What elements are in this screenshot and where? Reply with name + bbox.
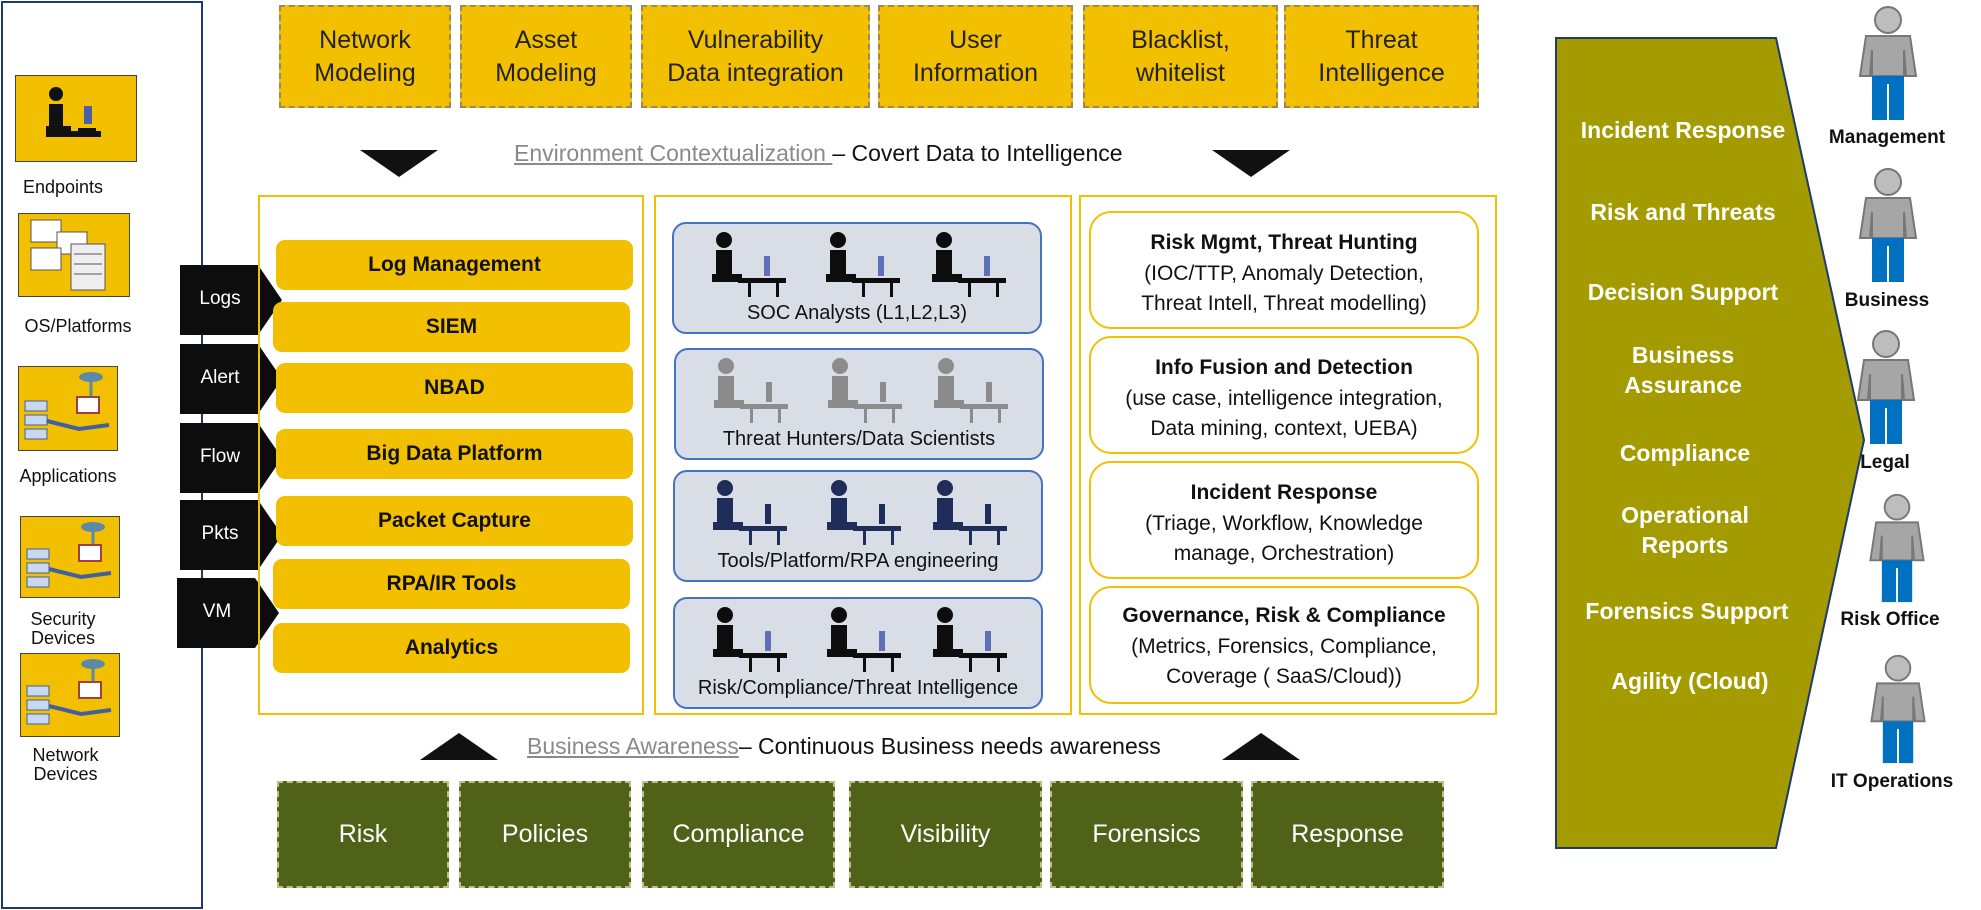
context-box-blacklist-whitelist: Blacklist, whitelist [1083,5,1278,108]
output-risk-and-threats: Risk and Threats [1590,199,1776,225]
role-risk-compliance: Risk/Compliance/Threat Intelligence [673,597,1043,709]
platforms-frame [258,195,644,715]
source-label-network-devices: Network Devices [32,745,99,784]
context-box-threat-intelligence: Threat Intelligence [1284,5,1479,108]
roles-frame [654,195,1072,715]
business-caption-highlight: Business Awareness [527,733,739,759]
network-nodes-icon [20,653,120,737]
platform-analytics: Analytics [273,623,630,673]
server-icon [18,213,130,297]
platform-nbad: NBAD [276,363,633,413]
business-box-visibility: Visibility [849,781,1042,888]
person-icon [1870,654,1926,764]
output-business-assurance: Business Assurance [1624,342,1742,398]
down-arrow-icon [360,150,438,177]
down-arrow-icon [1212,150,1290,177]
input-tag-logs: Logs [180,265,282,335]
stakeholder-label: Legal [1860,452,1910,473]
business-box-compliance: Compliance [642,781,835,888]
platform-big-data: Big Data Platform [276,429,633,479]
function-title: Incident Response [1190,481,1378,504]
role-label: SOC Analysts (L1,L2,L3) [746,302,968,324]
function-description: (Triage, Workflow, Knowledge manage, Orc… [1145,512,1423,565]
platform-siem: SIEM [273,302,630,352]
analyst-figures-icon [705,605,1015,680]
platform-packet-capture: Packet Capture [276,496,633,546]
function-risk-mgmt: Risk Mgmt, Threat Hunting (IOC/TTP, Anom… [1089,211,1479,329]
output-operational-reports: Operational Reports [1621,502,1749,558]
context-box-network-modeling: Network Modeling [279,5,451,108]
function-incident-response: Incident Response (Triage, Workflow, Kno… [1089,461,1479,579]
function-description: (IOC/TTP, Anomaly Detection, Threat Inte… [1141,262,1427,315]
stakeholder-label: IT Operations [1830,771,1954,792]
up-arrow-icon [1222,733,1300,760]
output-decision-support: Decision Support [1587,279,1779,305]
environment-caption-rest: – Covert Data to Intelligence [832,140,1123,166]
function-description: (use case, intelligence integration, Dat… [1125,387,1443,440]
source-label-security-devices: Security Devices [30,609,96,648]
function-info-fusion: Info Fusion and Detection (use case, int… [1089,336,1479,454]
role-threat-hunters: Threat Hunters/Data Scientists [674,348,1044,460]
data-sources-panel: Endpoints OS/Platforms Applications [1,1,203,909]
role-label: Threat Hunters/Data Scientists [722,428,996,450]
function-description: (Metrics, Forensics, Compliance, Coverag… [1131,635,1437,688]
context-box-user-information: User Information [878,5,1073,108]
function-governance: Governance, Risk & Compliance (Metrics, … [1089,586,1479,704]
function-title: Risk Mgmt, Threat Hunting [1150,231,1418,254]
business-caption-rest: – Continuous Business needs awareness [738,733,1161,759]
stakeholder-label: Business [1844,290,1930,311]
person-icon [1858,6,1918,120]
output-chevron-arrow [1555,37,1866,849]
business-box-risk: Risk [277,781,449,888]
input-tag-flow: Flow [180,423,282,493]
business-box-response: Response [1251,781,1444,888]
workstation-icon [15,75,137,162]
role-tools-engineering: Tools/Platform/RPA engineering [673,470,1043,582]
input-tag-vm: VM [177,578,279,648]
network-nodes-icon [20,516,120,598]
role-label: Risk/Compliance/Threat Intelligence [697,677,1019,699]
business-box-policies: Policies [459,781,631,888]
up-arrow-icon [420,733,498,760]
person-icon [1869,493,1925,603]
context-box-asset-modeling: Asset Modeling [460,5,632,108]
person-icon [1856,330,1916,444]
functions-frame [1079,195,1497,715]
context-box-vulnerability: Vulnerability Data integration [641,5,870,108]
function-title: Governance, Risk & Compliance [1122,604,1446,627]
input-tag-pkts: Pkts [180,500,282,570]
source-label-endpoints: Endpoints [22,177,104,197]
input-tag-alert: Alert [180,344,282,414]
business-caption: Business Awareness– Continuous Business … [527,733,1161,760]
business-box-forensics: Forensics [1050,781,1243,888]
source-label-applications: Applications [19,466,117,486]
platform-rpa-ir-tools: RPA/IR Tools [273,559,630,609]
analyst-figures-icon [705,478,1015,553]
role-soc-analysts: SOC Analysts (L1,L2,L3) [672,222,1042,334]
output-forensics-support: Forensics Support [1585,598,1789,624]
person-icon [1858,168,1918,282]
environment-caption: Environment Contextualization – Covert D… [514,140,1123,167]
output-agility-cloud: Agility (Cloud) [1611,668,1769,694]
function-title: Info Fusion and Detection [1155,356,1413,379]
network-nodes-icon [18,366,118,451]
output-compliance: Compliance [1619,440,1751,466]
analyst-figures-icon [704,230,1014,305]
stakeholder-label: Management [1828,127,1946,148]
platform-log-management: Log Management [276,240,633,290]
environment-caption-highlight: Environment Contextualization [514,140,833,166]
output-incident-response: Incident Response [1580,117,1786,143]
analyst-figures-icon [706,356,1016,431]
role-label: Tools/Platform/RPA engineering [717,550,999,572]
source-label-os-platforms: OS/Platforms [24,316,132,336]
stakeholder-label: Risk Office [1840,609,1940,630]
